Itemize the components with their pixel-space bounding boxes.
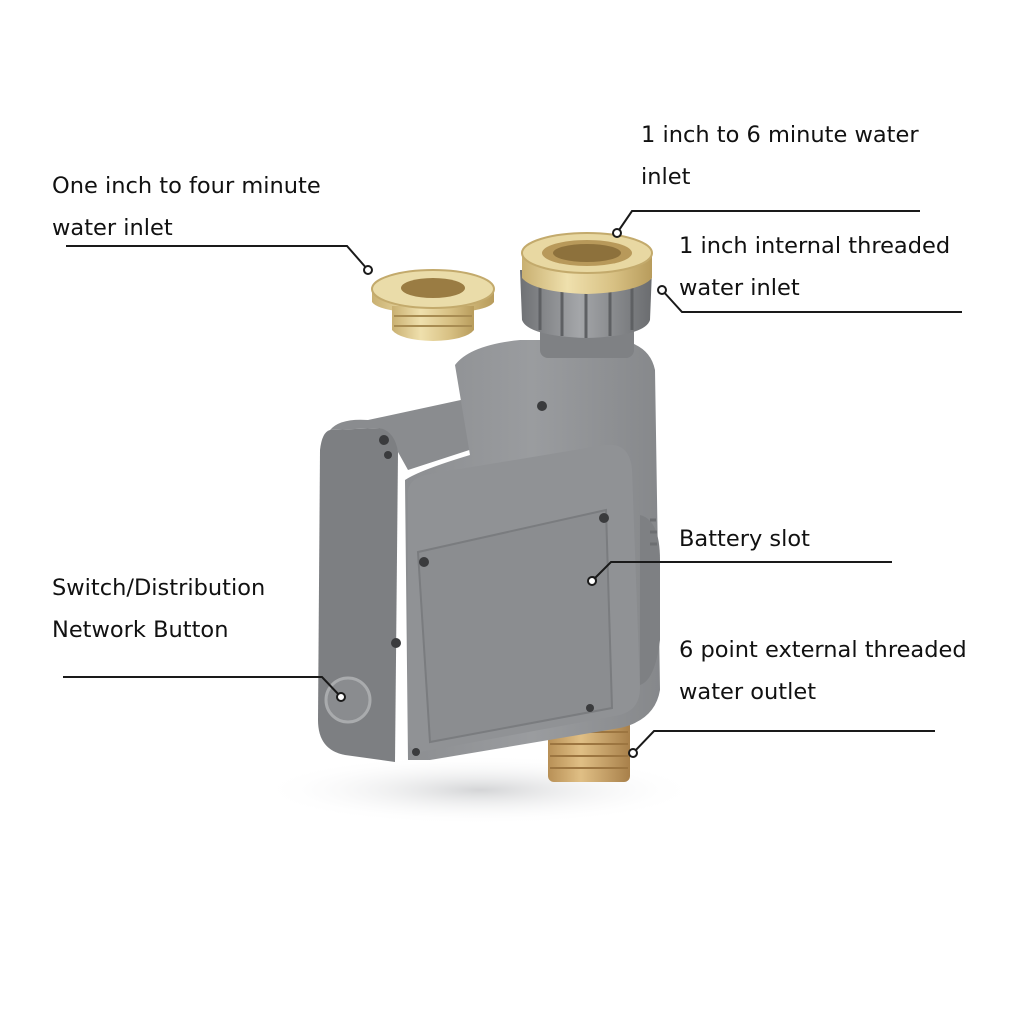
label-internal-threaded-inlet: 1 inch internal threaded water inlet [679,233,951,301]
leader-six-minute-inlet [616,210,920,234]
valve-body [318,340,660,762]
leader-end-dots [336,228,667,758]
label-four-minute-inlet: One inch to four minute water inlet [52,173,321,241]
leader-internal-threaded-inlet [661,289,962,313]
leader-lines [63,210,962,754]
top-inlet-assembly [520,232,653,358]
brass-adapter [371,269,495,341]
leader-four-minute-inlet [66,245,369,271]
leader-switch-button [63,676,342,698]
label-switch-button: Switch/Distribution Network Button [52,575,266,643]
label-six-minute-inlet: 1 inch to 6 minute water inlet [641,122,919,190]
ground-shadow [260,755,700,825]
leader-battery-slot [591,561,892,582]
label-battery-slot: Battery slot [679,526,810,552]
leader-external-threaded-outlet [632,730,935,754]
switch-button-icon [324,676,372,724]
label-external-threaded-outlet: 6 point external threaded water outlet [679,637,967,705]
